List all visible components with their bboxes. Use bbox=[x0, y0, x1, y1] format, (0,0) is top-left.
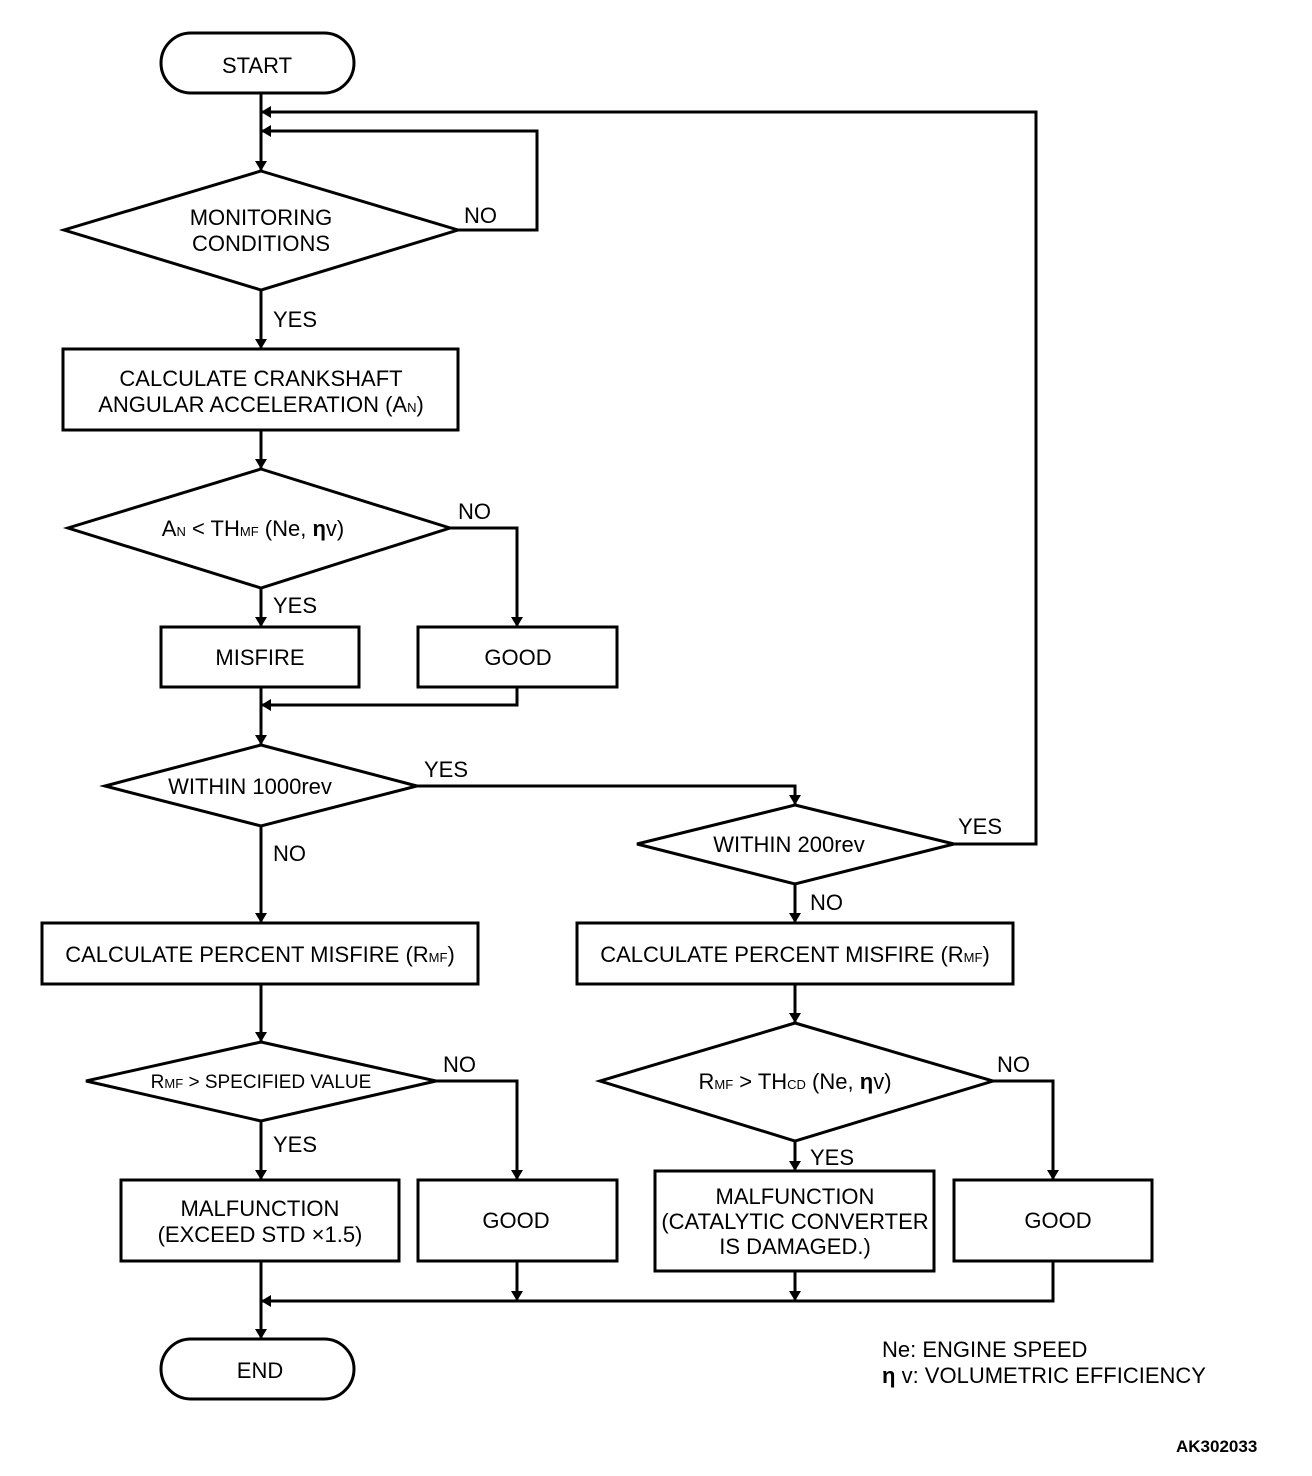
within200-yes-label: YES bbox=[958, 814, 1002, 839]
flow-bottom-merge bbox=[261, 1261, 1055, 1307]
specified-value-decision: RMF > SPECIFIED VALUE bbox=[85, 1040, 437, 1123]
calc-pct-right-label: CALCULATE PERCENT MISFIRE (RMF) bbox=[600, 942, 990, 967]
end-terminal: END bbox=[159, 1337, 356, 1401]
malfunction-std-line2: (EXCEED STD ×1.5) bbox=[158, 1222, 363, 1247]
legend-volumetric-efficiency: η v: VOLUMETRIC EFFICIENCY bbox=[882, 1363, 1206, 1389]
flow-spec-no bbox=[436, 1079, 523, 1180]
decision-thcd-label: RMF > THCD (Ne, ηv) bbox=[698, 1069, 891, 1094]
calculate-percent-right-box: CALCULATE PERCENT MISFIRE (RMF) bbox=[575, 921, 1015, 986]
legend-engine-speed: Ne: ENGINE SPEED bbox=[882, 1337, 1088, 1362]
thcd-yes-label: YES bbox=[810, 1145, 854, 1170]
flow-good-merge bbox=[261, 687, 519, 711]
malfunction-std-box: MALFUNCTION (EXCEED STD ×1.5) bbox=[119, 1178, 401, 1263]
calculate-percent-left-box: CALCULATE PERCENT MISFIRE (RMF) bbox=[40, 921, 480, 986]
start-label: START bbox=[222, 53, 292, 78]
calc-pct-left-label: CALCULATE PERCENT MISFIRE (RMF) bbox=[65, 942, 455, 967]
spec-no-label: NO bbox=[443, 1052, 476, 1077]
good-2-label: GOOD bbox=[482, 1208, 549, 1233]
connectors bbox=[255, 93, 1059, 1339]
monitoring-label-line2: CONDITIONS bbox=[192, 231, 330, 256]
malfunction-cat-line1: MALFUNCTION bbox=[716, 1184, 875, 1209]
calc-accel-line2: ANGULAR ACCELERATION (AN) bbox=[98, 392, 424, 417]
an-threshold-decision: AN < THMF (Ne, ηv) bbox=[62, 467, 455, 590]
monitoring-label-line1: MONITORING bbox=[190, 205, 333, 230]
flow-within200-yes-loop bbox=[261, 106, 1038, 846]
eta-symbol: η bbox=[882, 1363, 896, 1388]
malfunction-cat-line3: IS DAMAGED.) bbox=[719, 1234, 871, 1259]
thcd-decision: RMF > THCD (Ne, ηv) bbox=[594, 1021, 999, 1143]
within-200-label: WITHIN 200rev bbox=[713, 832, 865, 857]
monitoring-no-label: NO bbox=[464, 203, 497, 228]
good-1-label: GOOD bbox=[484, 645, 551, 670]
misfire-label: MISFIRE bbox=[215, 645, 304, 670]
spec-yes-label: YES bbox=[273, 1132, 317, 1157]
figure-code: AK302033 bbox=[1176, 1437, 1258, 1456]
calc-accel-line1: CALCULATE CRANKSHAFT bbox=[119, 366, 402, 391]
within-200rev-decision: WITHIN 200rev bbox=[636, 803, 955, 886]
malfunction-catalytic-box: MALFUNCTION (CATALYTIC CONVERTER IS DAMA… bbox=[653, 1169, 936, 1273]
good-3-label: GOOD bbox=[1024, 1208, 1091, 1233]
flow-monitoring-no-loop bbox=[261, 125, 539, 232]
thcd-no-label: NO bbox=[997, 1052, 1030, 1077]
within1000-no-label: NO bbox=[273, 841, 306, 866]
within-1000rev-decision: WITHIN 1000rev bbox=[99, 743, 423, 828]
decision-spec-label: RMF > SPECIFIED VALUE bbox=[151, 1072, 372, 1093]
within200-no-label: NO bbox=[810, 890, 843, 915]
start-terminal: START bbox=[159, 31, 356, 95]
good-box-2: GOOD bbox=[416, 1178, 619, 1263]
within1000-yes-label: YES bbox=[424, 757, 468, 782]
legend-volumetric-text: v: VOLUMETRIC EFFICIENCY bbox=[901, 1363, 1206, 1388]
calculate-crankshaft-box: CALCULATE CRANKSHAFT ANGULAR ACCELERATIO… bbox=[61, 347, 460, 432]
an-yes-label: YES bbox=[273, 593, 317, 618]
good-box-1: GOOD bbox=[416, 625, 619, 689]
end-label: END bbox=[237, 1358, 283, 1383]
monitoring-conditions-decision: MONITORING CONDITIONS bbox=[58, 169, 464, 292]
flow-thcd-no bbox=[993, 1079, 1059, 1180]
monitoring-yes-label: YES bbox=[273, 307, 317, 332]
malfunction-cat-line2: (CATALYTIC CONVERTER bbox=[661, 1209, 928, 1234]
malfunction-std-line1: MALFUNCTION bbox=[181, 1196, 340, 1221]
flow-within1000-yes bbox=[417, 784, 801, 805]
good-box-3: GOOD bbox=[952, 1178, 1154, 1263]
flow-an-no bbox=[450, 526, 523, 627]
misfire-box: MISFIRE bbox=[159, 625, 361, 689]
branch-labels: NO YES NO YES YES NO YES NO NO YES NO YE… bbox=[273, 203, 1030, 1170]
decision-an-label: AN < THMF (Ne, ηv) bbox=[162, 516, 344, 541]
an-no-label: NO bbox=[458, 499, 491, 524]
within-1000-label: WITHIN 1000rev bbox=[168, 774, 332, 799]
